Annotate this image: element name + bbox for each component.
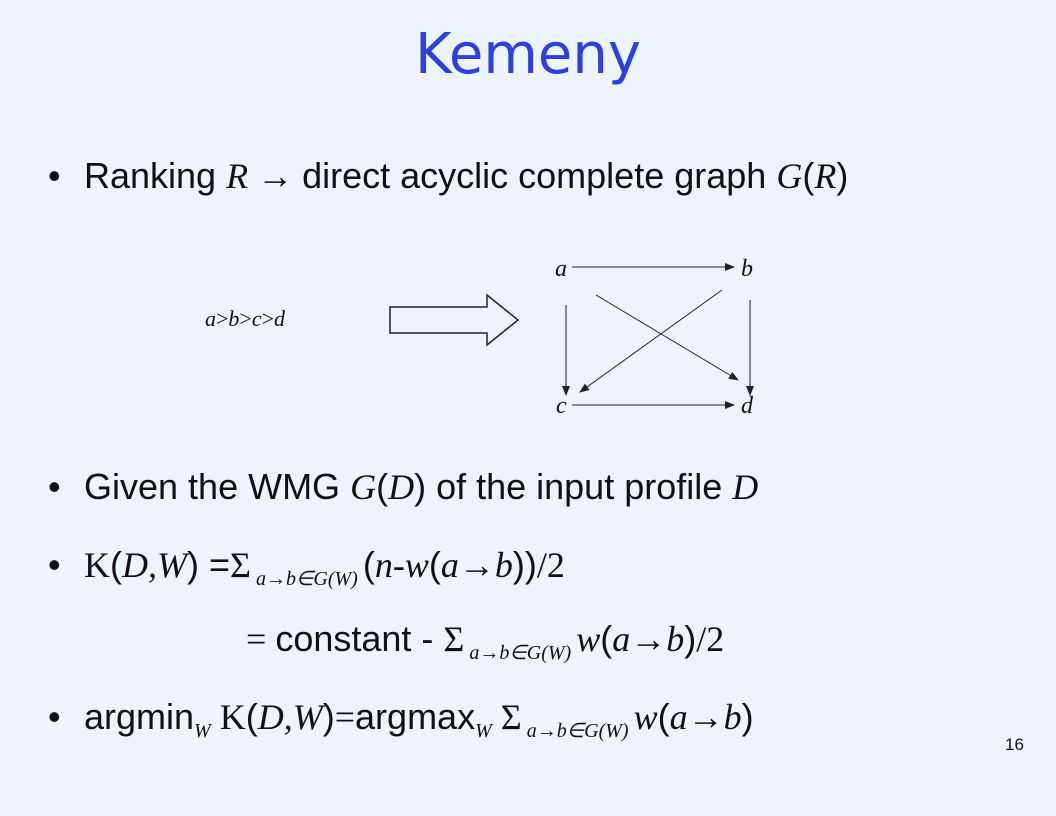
node-c: c [556,393,567,419]
ranking-example: a>b>c>d [205,306,286,331]
slide-title: Kemeny [414,22,642,87]
node-d: d [741,393,753,419]
bullet-text: Ranking R → direct acyclic complete grap… [84,155,849,196]
node-b: b [741,256,753,282]
page-number: 16 [1005,735,1024,754]
formula-continuation: = constant - Σ a→b∈G(W) w(a→b)/2 [246,618,725,664]
formula-text: argminW K(D,W)=argmaxW Σ a→b∈G(W) w(a→b) [84,696,754,742]
bullet-marker: • [48,544,61,585]
bullet-text: Given the WMG G(D) of the input profile … [84,466,759,507]
bullet-marker: • [48,696,61,737]
node-a: a [555,256,567,282]
bullet-marker: • [48,155,61,196]
formula-text: K(D,W) =Σ a→b∈G(W) (n-w(a→b))/2 [84,544,565,590]
implies-arrow [389,293,520,347]
edge-b-c [579,289,723,393]
edge-a-d [595,294,739,381]
bullet-marker: • [48,466,61,507]
